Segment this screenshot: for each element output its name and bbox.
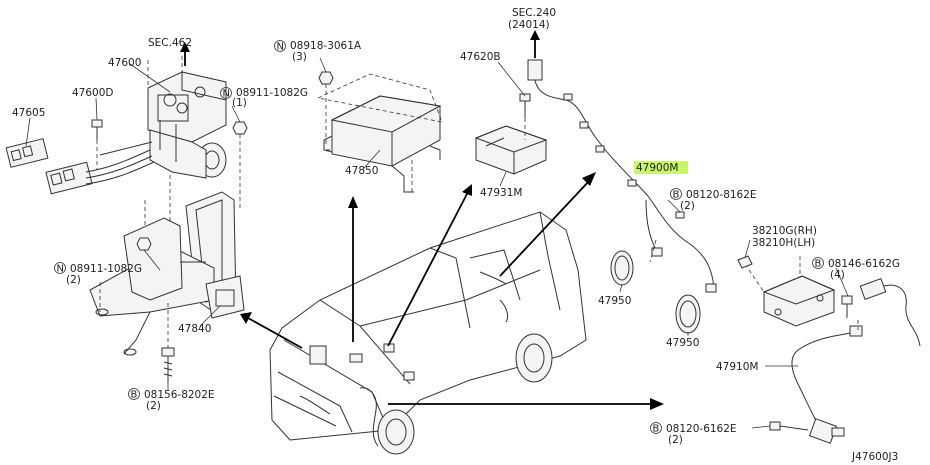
leader-lines — [25, 57, 849, 429]
label-47600d: 47600D — [72, 87, 114, 99]
label-08120-bottom: 08120-6162E — [666, 423, 737, 435]
label-08146: 08146-6162G — [828, 258, 900, 270]
bolt-symbol-08146: B — [812, 257, 824, 270]
bolt-08156[interactable] — [161, 347, 175, 382]
bolt-symbol-08156: B — [128, 388, 140, 401]
label-47600: 47600 — [108, 57, 141, 69]
label-47900m[interactable]: 47900M — [636, 162, 678, 174]
label-47950-a: 47950 — [598, 295, 631, 307]
actuator-bracket[interactable] — [89, 191, 245, 356]
svg-text:N: N — [57, 264, 64, 275]
bolt-symbol-08120-top: B — [670, 188, 682, 201]
label-47840: 47840 — [178, 323, 211, 335]
sensor-harness-connectors[interactable] — [5, 138, 155, 195]
label-08918: 08918-3061A — [290, 40, 362, 52]
label-08911-top-qty: (1) — [232, 97, 247, 109]
label-47620b: 47620B — [460, 51, 501, 63]
svg-text:N: N — [277, 42, 284, 53]
highlight-47900m — [634, 161, 688, 174]
bolt-08120-bottom[interactable] — [769, 421, 809, 431]
bolt-47600d[interactable] — [91, 119, 103, 140]
bolt-08120-top[interactable] — [737, 255, 753, 269]
label-08146-qty: (4) — [830, 269, 845, 281]
label-38210g: 38210G(RH) — [752, 225, 817, 237]
svg-text:B: B — [653, 424, 660, 435]
label-08120-bottom-qty: (2) — [668, 434, 683, 446]
abs-harness[interactable] — [527, 59, 717, 293]
label-08918-qty: (3) — [292, 51, 307, 63]
bolt-47620b[interactable] — [519, 93, 531, 118]
rear-wheel-sensor[interactable] — [791, 278, 921, 444]
label-47850: 47850 — [345, 165, 378, 177]
nut-symbol-top: N — [220, 87, 232, 100]
bolt-symbol-08120-bottom: B — [650, 422, 662, 435]
label-08156: 08156-8202E — [144, 389, 215, 401]
svg-text:B: B — [815, 259, 822, 270]
label-sec240: SEC.240 — [512, 7, 556, 19]
label-08911-mid: 08911-1082G — [70, 263, 142, 275]
label-38210h: 38210H(LH) — [752, 237, 815, 249]
svg-text:B: B — [131, 390, 138, 401]
svg-text:N: N — [223, 89, 230, 100]
nut-08911-mid[interactable] — [136, 237, 152, 251]
label-47910m: 47910M — [716, 361, 758, 373]
abs-control-unit[interactable] — [323, 95, 442, 193]
svg-text:B: B — [673, 190, 680, 201]
nut-08911-top[interactable] — [232, 121, 248, 135]
abs-actuator[interactable] — [147, 71, 227, 179]
label-47931m: 47931M — [480, 187, 522, 199]
label-08911-mid-qty: (2) — [66, 274, 81, 286]
nut-symbol-08918: N — [274, 40, 286, 53]
label-sec240-sub: (24014) — [508, 19, 550, 31]
label-08156-qty: (2) — [146, 400, 161, 412]
g-sensor[interactable] — [474, 125, 548, 175]
sensor-bracket-38210[interactable] — [762, 275, 836, 327]
sensor-rotor-lower[interactable] — [675, 294, 701, 334]
label-47950-b: 47950 — [666, 337, 699, 349]
sensor-rotor-upper[interactable] — [610, 250, 634, 286]
nut-08918[interactable] — [318, 71, 334, 85]
label-08911-top: 08911-1082G — [236, 87, 308, 99]
label-sec462: SEC.462 — [148, 37, 192, 49]
pointer-arrows — [180, 30, 664, 410]
label-47605: 47605 — [12, 107, 45, 119]
vehicle-outline — [269, 211, 587, 455]
diagram-id: J47600J3 — [851, 451, 898, 463]
nut-symbol-mid: N — [54, 262, 66, 275]
label-08120-top-qty: (2) — [680, 200, 695, 212]
bolt-08146[interactable] — [841, 295, 853, 318]
label-08120-top: 08120-8162E — [686, 189, 757, 201]
